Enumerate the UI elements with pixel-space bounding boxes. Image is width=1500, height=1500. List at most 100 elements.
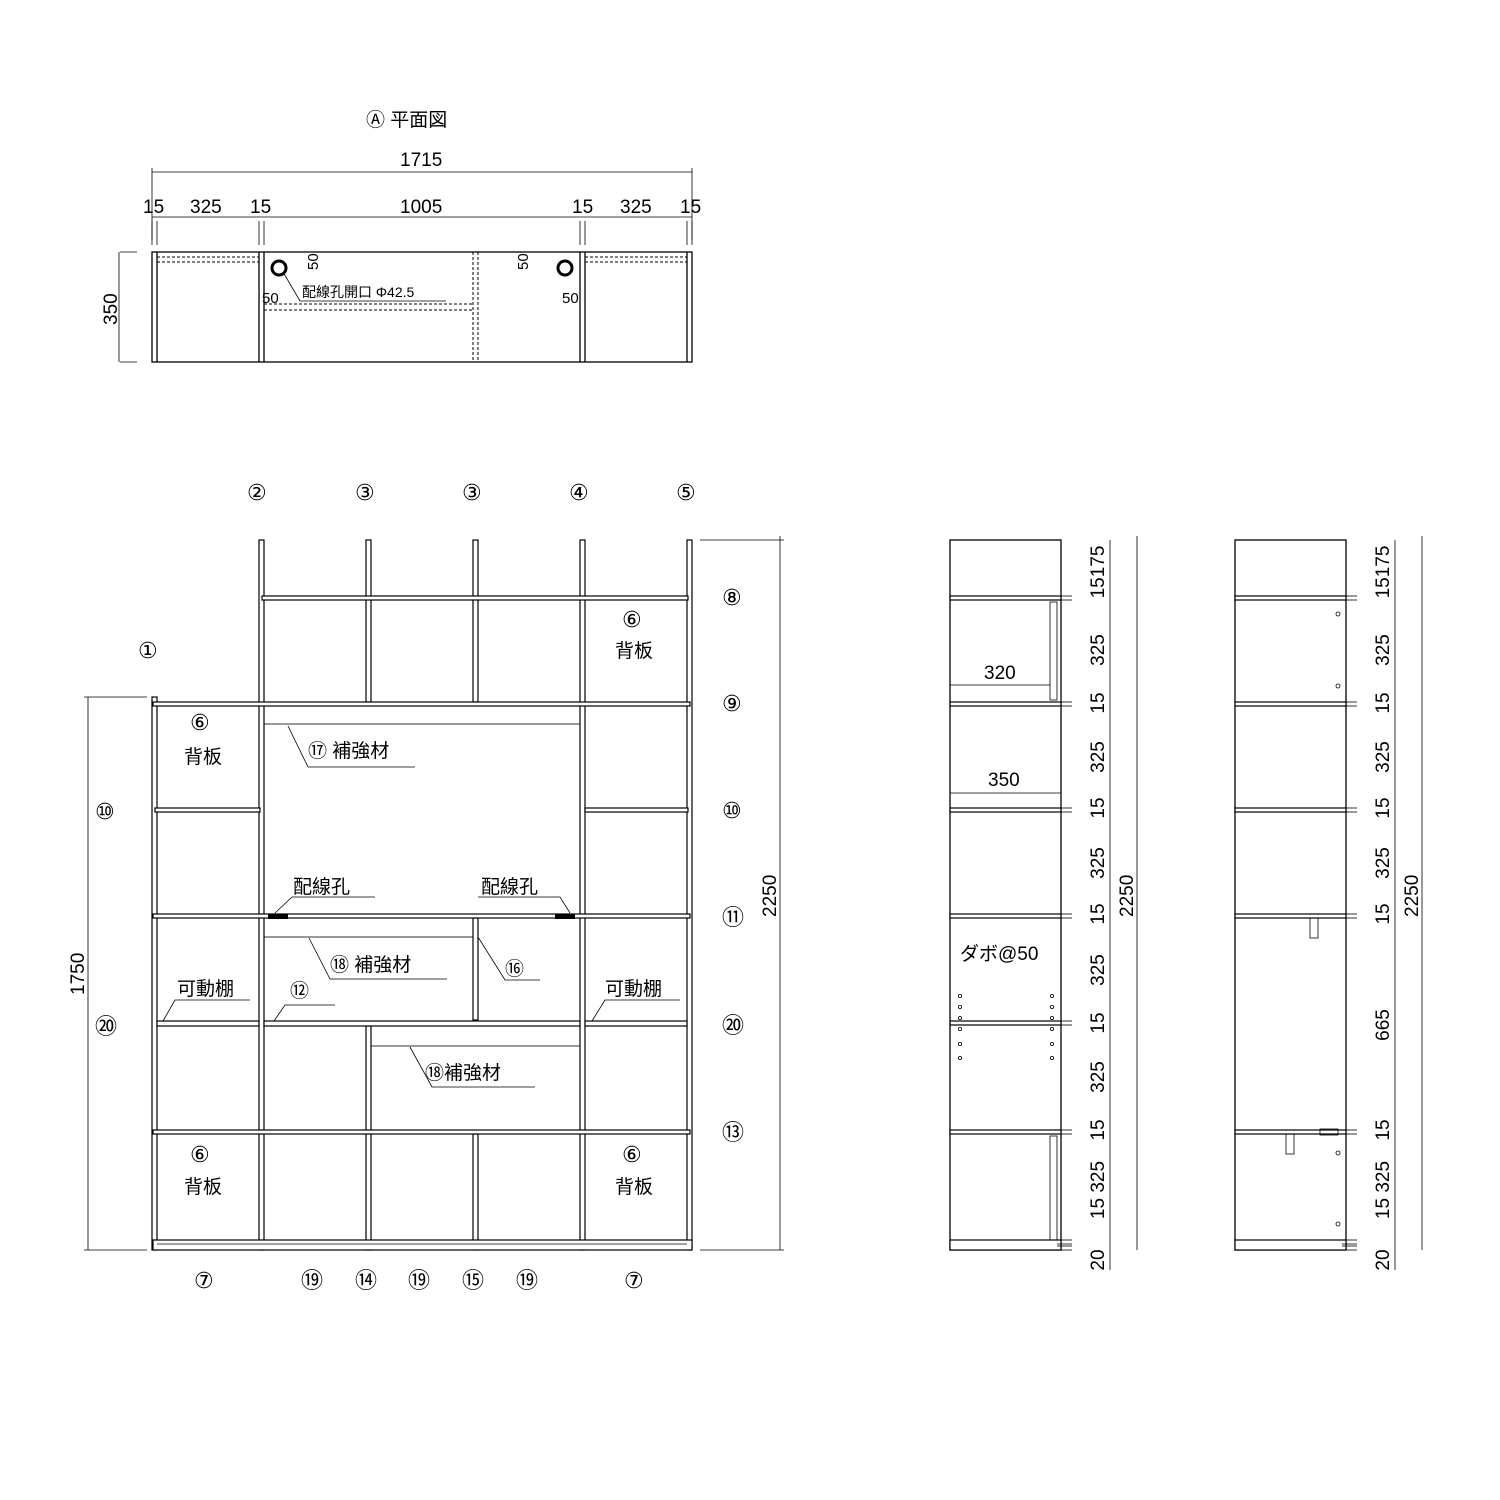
part-number-label: ⑪ — [722, 905, 744, 930]
backboard-number: ⑥ — [190, 1142, 210, 1167]
part-number-label: ⑲ — [408, 1268, 430, 1293]
part-number-label: ⑮ — [462, 1268, 484, 1293]
part-number-label: ⑧ — [722, 585, 742, 610]
wiring-hole-label: 配線孔 — [481, 876, 538, 898]
shelf — [949, 1020, 1062, 1026]
height-dim: 325 — [1373, 741, 1394, 773]
hole-offset-dim: 50 — [515, 253, 532, 270]
backboard-label: 背板 — [184, 746, 222, 768]
part-number-label: ⑲ — [301, 1268, 323, 1293]
height-dim: 325 — [1088, 954, 1109, 986]
plan-dim: 15 — [143, 197, 164, 218]
height-dim: 325 — [1088, 741, 1109, 773]
dowel-hole-icon — [958, 1042, 963, 1047]
dowel-hole-icon — [958, 1016, 963, 1021]
height-dim: 20 — [1088, 1249, 1109, 1270]
movable-shelf — [156, 1020, 260, 1027]
reinforcement-18-label: ⑱ 補強材 — [330, 954, 411, 976]
part-number-label: ① — [138, 638, 158, 663]
dowel-hole-icon — [1050, 1042, 1055, 1047]
plan-dim: 325 — [620, 197, 652, 218]
hole-offset-dim: 50 — [262, 290, 279, 307]
movable-shelf-label: 可動棚 — [605, 978, 662, 1000]
base — [1234, 1239, 1347, 1251]
total-height-dim: 2250 — [1402, 875, 1423, 917]
shelf — [1234, 807, 1347, 813]
backboard-label: 背板 — [184, 1176, 222, 1198]
height-dim: 15 — [1088, 1119, 1109, 1140]
backboard-number: ⑥ — [190, 710, 210, 735]
height-dim: 15 — [1373, 903, 1394, 924]
height-dim: 15175 — [1373, 546, 1394, 599]
height-dim: 325 — [1373, 847, 1394, 879]
height-dim: 15 — [1373, 1119, 1394, 1140]
reinforcement-17-label: ⑰ 補強材 — [308, 740, 389, 762]
reinforcement-18-label: ⑱補強材 — [425, 1062, 501, 1084]
shelf — [949, 913, 1062, 919]
backboard-number: ⑥ — [622, 607, 642, 632]
total-height-dim: 2250 — [760, 875, 781, 917]
part-number-label: ④ — [569, 480, 589, 505]
shelf — [949, 701, 1062, 707]
reinforcement-18 — [370, 1025, 581, 1047]
height-dim: 325 — [1373, 634, 1394, 666]
hole-offset-dim: 50 — [305, 253, 322, 270]
dowel-hole-icon — [958, 1056, 963, 1061]
side-view-left: 320 350 ダボ@50 2250 151753251532515325153… — [949, 536, 1138, 1271]
height-dim: 665 — [1373, 1009, 1394, 1041]
part-16-label: ⑯ — [505, 958, 524, 980]
part-number-label: ⑩ — [95, 799, 115, 824]
height-dim: 325 — [1088, 1061, 1109, 1093]
wiring-hole-icon — [270, 259, 288, 277]
part-number-label: ⑨ — [722, 691, 742, 716]
depth-350-dim: 350 — [988, 770, 1020, 791]
part-number-label: ② — [247, 480, 267, 505]
plan-overall-dim: 1715 — [400, 150, 442, 171]
backboard-number: ⑥ — [622, 1142, 642, 1167]
depth-320-dim: 320 — [984, 663, 1016, 684]
dowel-hole-icon — [958, 994, 963, 999]
shelf — [1234, 1129, 1347, 1135]
plan-dim: 15 — [680, 197, 701, 218]
left-height-dim: 1750 — [68, 953, 89, 995]
shelf — [1234, 701, 1347, 707]
shelf — [949, 807, 1062, 813]
reinforcement-17 — [263, 705, 581, 725]
part-number-label: ⑳ — [722, 1013, 744, 1038]
part-number-label: ⑳ — [95, 1014, 117, 1039]
total-height-dim: 2250 — [1117, 875, 1138, 917]
part-number-label: ⑲ — [516, 1268, 538, 1293]
wiring-hole-icon — [556, 259, 574, 277]
dowel-hole-icon — [1050, 1056, 1055, 1061]
shelf — [949, 595, 1062, 601]
dowel-hole-icon — [1050, 1016, 1055, 1021]
dowel-hole-icon — [958, 1027, 963, 1032]
dowel-hole-icon — [1050, 994, 1055, 999]
plan-dim: 1005 — [400, 197, 442, 218]
part-number-label: ③ — [355, 480, 375, 505]
reinforcement-18 — [263, 917, 474, 938]
backboard-label: 背板 — [615, 640, 653, 662]
dowel-hole-icon — [958, 1005, 963, 1010]
height-dim: 15 — [1088, 797, 1109, 818]
height-dim: 15 325 — [1373, 1161, 1394, 1219]
part-12-label: ⑫ — [290, 980, 309, 1002]
wiring-hole-label: 配線孔 — [293, 876, 350, 898]
part-number-label: ③ — [462, 480, 482, 505]
height-dim: 15175 — [1088, 546, 1109, 599]
wiring-hole-label: 配線孔開口 Φ42.5 — [302, 284, 415, 300]
plan-depth-dim: 350 — [101, 293, 122, 325]
part-number-label: ⑩ — [722, 798, 742, 823]
part-number-label: ⑦ — [194, 1268, 214, 1293]
movable-shelf — [584, 1020, 688, 1027]
dowel-hole-icon — [1050, 1027, 1055, 1032]
base — [949, 1239, 1062, 1251]
plan-view: Ⓐ 平面図 1715 15 325 15 1005 15 325 15 350 … — [101, 109, 701, 363]
part-number-label: ⑬ — [722, 1120, 744, 1145]
height-dim: 325 — [1088, 634, 1109, 666]
height-dim: 15 — [1373, 797, 1394, 818]
plan-dim: 325 — [190, 197, 222, 218]
height-dim: 15 325 — [1088, 1161, 1109, 1219]
movable-shelf-label: 可動棚 — [177, 978, 234, 1000]
